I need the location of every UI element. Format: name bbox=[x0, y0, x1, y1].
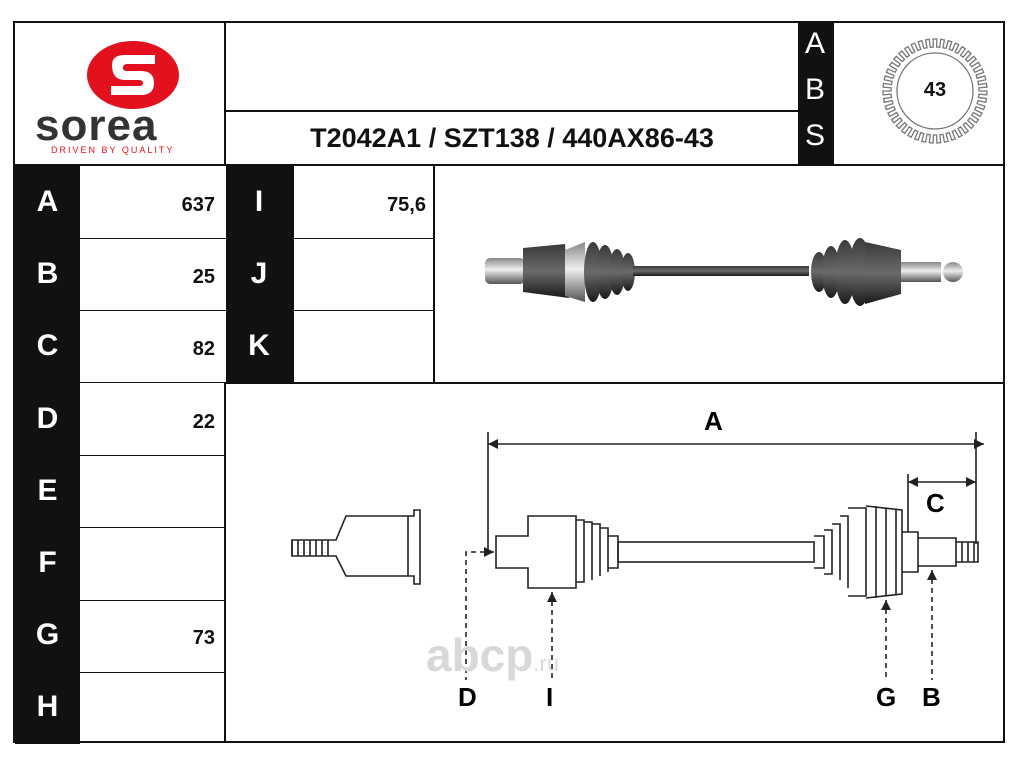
abs-letter-s: S bbox=[804, 119, 825, 152]
grid-line bbox=[224, 110, 798, 112]
dim-label-a: A bbox=[704, 406, 723, 436]
spec-key-k: K bbox=[226, 310, 292, 383]
spec-key-d: D bbox=[15, 382, 80, 455]
drive-shaft-photo-icon bbox=[485, 238, 963, 306]
spec-key-j: J bbox=[226, 238, 292, 311]
row-divider bbox=[80, 382, 226, 383]
spec-key-h: H bbox=[15, 671, 80, 744]
spec-key-a: A bbox=[15, 166, 80, 239]
part-number-title: T2042A1 / SZT138 / 440AX86-43 bbox=[310, 122, 714, 153]
dim-label-b: B bbox=[922, 682, 941, 712]
abs-column: A B S bbox=[798, 21, 834, 166]
spec-value-c: 82 bbox=[192, 338, 215, 361]
abs-letter-b: B bbox=[804, 73, 825, 106]
row-divider bbox=[80, 600, 226, 601]
grid-line bbox=[224, 382, 226, 743]
row-divider bbox=[80, 455, 226, 456]
row-divider bbox=[80, 310, 226, 311]
spec-value-i: 75,6 bbox=[387, 194, 426, 216]
dim-label-i: I bbox=[546, 682, 554, 712]
drive-shaft-dimensions-icon bbox=[291, 432, 984, 680]
row-divider bbox=[294, 310, 435, 311]
grid-line bbox=[433, 166, 435, 384]
spec-value-b: 25 bbox=[192, 266, 215, 289]
spec-key-b: B bbox=[15, 238, 80, 311]
grid-line bbox=[224, 21, 226, 166]
watermark-text: abcp bbox=[426, 629, 534, 681]
abs-gear-icon bbox=[882, 38, 988, 144]
dim-label-g: G bbox=[876, 682, 897, 712]
spec-key-c: C bbox=[15, 310, 80, 383]
abs-letter-a: A bbox=[804, 27, 825, 60]
spec-value-g: 73 bbox=[192, 627, 215, 650]
spec-key-i: I bbox=[226, 166, 292, 239]
dim-label-c: C bbox=[926, 488, 945, 518]
watermark: abcp.ru bbox=[426, 628, 559, 682]
brand-tagline: DRIVEN BY QUALITY bbox=[51, 145, 175, 155]
product-photo bbox=[435, 166, 1005, 382]
spec-key-e: E bbox=[15, 454, 80, 527]
row-divider bbox=[294, 238, 435, 239]
dimension-diagram: A C D I G B abcp.ru bbox=[226, 384, 1005, 743]
abs-teeth-count: 43 bbox=[923, 79, 947, 101]
dim-label-d: D bbox=[458, 682, 477, 712]
sorea-logo-icon bbox=[87, 41, 179, 109]
row-divider bbox=[80, 672, 226, 673]
grid-line bbox=[13, 164, 1005, 166]
grid-line bbox=[224, 382, 1005, 384]
abs-ring: 43 bbox=[880, 36, 990, 146]
watermark-suffix: .ru bbox=[533, 651, 560, 676]
spec-value-d: 22 bbox=[192, 410, 215, 433]
spec-value-a: 637 bbox=[181, 194, 215, 216]
row-divider bbox=[80, 238, 226, 239]
spec-key-g: G bbox=[15, 599, 80, 672]
row-divider bbox=[80, 527, 226, 528]
spec-key-f: F bbox=[15, 527, 80, 600]
grid-line bbox=[292, 166, 294, 384]
brand-logo: sorea DRIVEN BY QUALITY bbox=[15, 23, 224, 164]
brand-name: sorea bbox=[35, 101, 158, 150]
